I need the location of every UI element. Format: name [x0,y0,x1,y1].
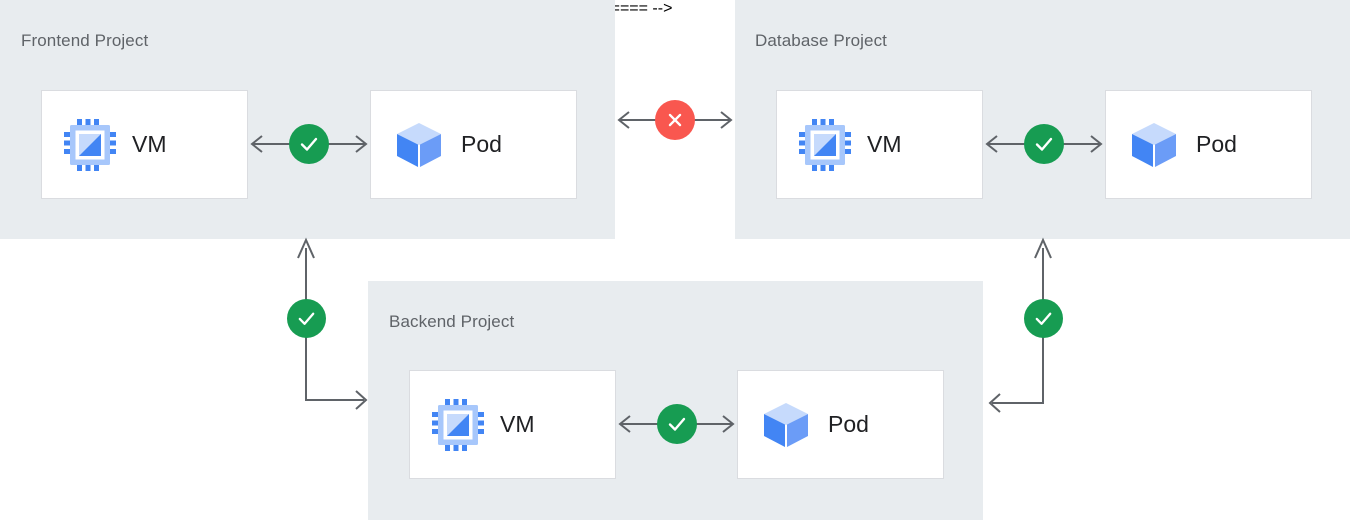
status-badge-database-backend[interactable] [1024,299,1063,338]
card-backend-vm-label: VM [500,411,535,437]
card-frontend-pod-label: Pod [461,131,502,157]
panel-frontend-title: Frontend Project [21,31,149,50]
link-frontend-backend [297,237,368,410]
pod-cube-icon [1132,122,1176,167]
card-backend-pod[interactable]: Pod [737,370,944,479]
check-circle-icon [1035,137,1053,151]
card-backend-vm[interactable]: VM [409,370,616,479]
status-badge-frontend-database[interactable] [655,100,695,140]
vm-chip-icon [432,398,484,451]
check-circle-icon [298,312,315,325]
status-badge-backend-internal[interactable] [657,404,697,444]
card-frontend-vm[interactable]: VM [41,90,248,199]
panel-database-title: Database Project [755,31,888,50]
x-circle-icon [668,113,682,127]
card-backend-pod-label: Pod [828,411,869,437]
card-database-pod[interactable]: Pod [1105,90,1312,199]
check-circle-icon [1035,312,1052,325]
check-circle-icon [300,137,318,151]
status-badge-database-internal[interactable] [1024,124,1064,164]
status-badge-frontend-backend[interactable] [287,299,326,338]
card-database-vm-label: VM [867,131,902,157]
pod-cube-icon [397,122,441,167]
card-frontend-pod[interactable]: Pod [370,90,577,199]
panel-backend-title: Backend Project [389,312,515,331]
vm-chip-icon [799,118,851,171]
vm-chip-icon [64,118,116,171]
check-circle-icon [668,417,686,431]
card-database-vm[interactable]: VM [776,90,983,199]
card-frontend-vm-label: VM [132,131,167,157]
card-database-pod-label: Pod [1196,131,1237,157]
status-badge-frontend-internal[interactable] [289,124,329,164]
pod-cube-icon [764,402,808,447]
